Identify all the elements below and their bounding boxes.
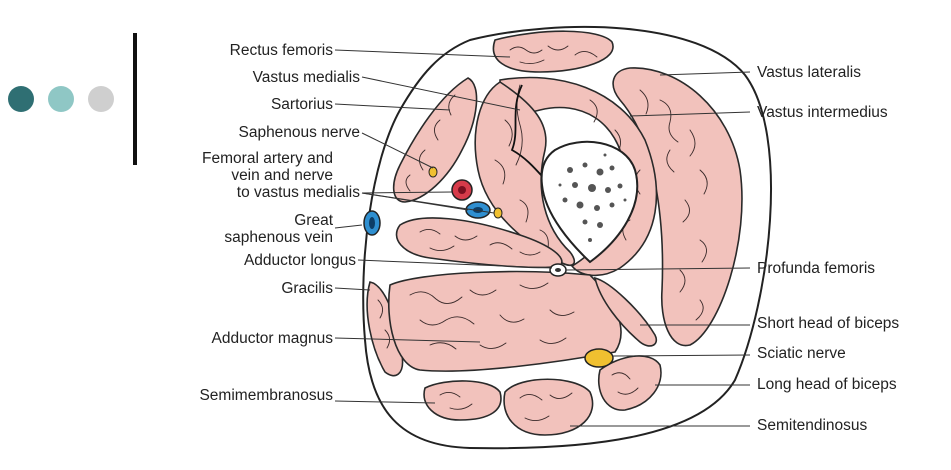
label-sciatic-nerve: Sciatic nerve — [757, 345, 846, 362]
nerve-to-vastus-medialis — [493, 207, 503, 219]
label-adductor-magnus: Adductor magnus — [212, 330, 334, 347]
sciatic-nerve — [584, 348, 614, 368]
label-long-head-biceps: Long head of biceps — [757, 376, 897, 393]
label-semimembranosus: Semimembranosus — [199, 387, 333, 404]
label-saphenous-nerve: Saphenous nerve — [238, 124, 360, 141]
decorative-dot-teal — [8, 86, 34, 112]
label-femoral-line1: Femoral artery and — [202, 150, 333, 167]
label-vastus-intermedius: Vastus intermedius — [757, 104, 888, 121]
label-vastus-medialis: Vastus medialis — [253, 69, 361, 86]
leader-lines-left — [334, 49, 553, 404]
rectus-femoris-muscle — [492, 30, 614, 73]
label-profunda-femoris: Profunda femoris — [757, 260, 875, 277]
short-head-biceps-muscle — [593, 276, 658, 347]
label-femoral-line2: vein and nerve — [231, 167, 333, 184]
decorative-dot-grey — [88, 86, 114, 112]
label-gracilis: Gracilis — [281, 280, 333, 297]
label-great-saphenous-line2: saphenous vein — [224, 229, 333, 246]
adductor-magnus-muscle — [387, 270, 622, 372]
semitendinosus-muscle — [503, 378, 594, 436]
femur-bone — [540, 140, 639, 264]
semimembranosus-muscle — [423, 380, 502, 421]
label-rectus-femoris: Rectus femoris — [230, 42, 334, 59]
vastus-medialis-muscle — [474, 81, 576, 267]
label-vastus-lateralis: Vastus lateralis — [757, 64, 861, 81]
label-sartorius: Sartorius — [271, 96, 333, 113]
femur-marrow-dots — [558, 153, 627, 242]
sartorius-muscle — [392, 77, 478, 203]
saphenous-nerve — [428, 166, 438, 178]
leader-lines-right — [565, 71, 751, 427]
title-divider-bar — [133, 33, 137, 165]
label-short-head-biceps: Short head of biceps — [757, 315, 899, 332]
decorative-dot-light-teal — [48, 86, 74, 112]
label-adductor-longus: Adductor longus — [244, 252, 356, 269]
label-semitendinosus: Semitendinosus — [757, 417, 868, 434]
label-great-saphenous-line1: Great — [294, 212, 333, 229]
long-head-biceps-muscle — [598, 355, 662, 411]
vastus-lateralis-muscle — [612, 67, 743, 347]
label-femoral-line3: to vastus medialis — [237, 184, 360, 201]
